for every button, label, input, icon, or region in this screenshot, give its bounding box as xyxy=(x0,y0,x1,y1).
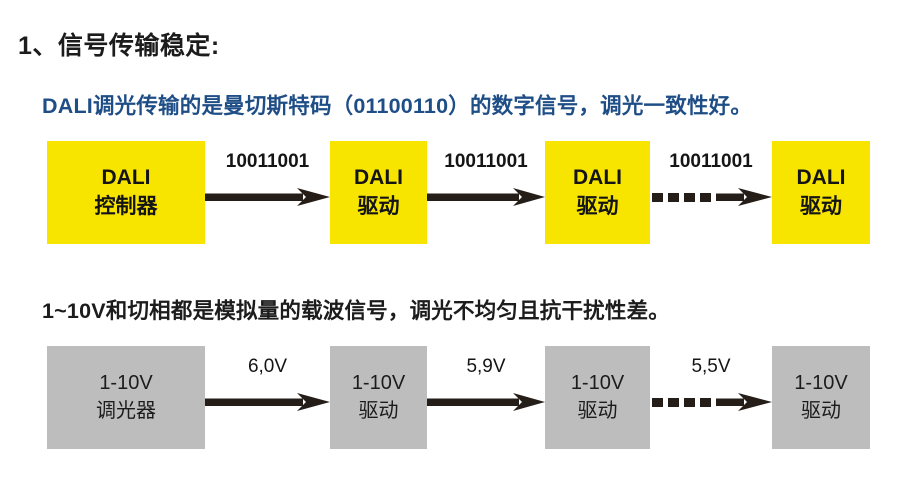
arrow-right-dashed-icon xyxy=(650,390,772,414)
dali-connector-2-label: 10011001 xyxy=(669,151,753,172)
analog-node-0-line1: 1-10V xyxy=(99,371,153,394)
analog-node-1-line2: 驱动 xyxy=(358,399,399,422)
arrow-right-icon xyxy=(205,185,330,209)
arrow-right-icon xyxy=(427,390,545,414)
dali-node-0-line1: DALI xyxy=(101,165,151,189)
analog-flow-diagram: 1-10V 调光器 6,0V 1-10V 驱动 5,9V 1-10V 驱动 5,… xyxy=(0,346,900,456)
dali-description-text: DALI调光传输的是曼切斯特码（01100110）的数字信号，调光一致性好。 xyxy=(42,94,753,118)
dali-node-1-line2: 驱动 xyxy=(357,194,400,218)
dali-node-1: DALI 驱动 xyxy=(330,141,427,244)
dali-node-0-line2: 控制器 xyxy=(94,194,158,218)
page-title: 1、信号传输稳定: xyxy=(18,32,220,60)
analog-connector-2-label: 5,5V xyxy=(691,356,731,377)
dali-node-3-line2: 驱动 xyxy=(800,194,842,218)
analog-connector-0-label: 6,0V xyxy=(247,356,288,377)
analog-connector-1: 5,9V xyxy=(427,346,545,449)
analog-connector-2: 5,5V xyxy=(650,346,772,449)
analog-node-1: 1-10V 驱动 xyxy=(330,346,427,449)
dali-node-3-line1: DALI xyxy=(796,165,846,189)
analog-node-0: 1-10V 调光器 xyxy=(47,346,205,449)
dali-node-2: DALI 驱动 xyxy=(545,141,650,244)
analog-node-2-line1: 1-10V xyxy=(570,371,625,394)
analog-node-2-line2: 驱动 xyxy=(577,399,618,422)
dali-connector-1-label: 10011001 xyxy=(444,151,528,172)
dali-node-3: DALI 驱动 xyxy=(772,141,870,244)
analog-node-3-line1: 1-10V xyxy=(794,371,848,394)
analog-connector-0: 6,0V xyxy=(205,346,330,449)
analog-node-3-line2: 驱动 xyxy=(801,399,841,422)
dali-node-2-line2: 驱动 xyxy=(576,194,619,218)
analog-node-2: 1-10V 驱动 xyxy=(545,346,650,449)
arrow-right-dashed-icon xyxy=(650,185,772,209)
dali-connector-1: 10011001 xyxy=(427,141,545,244)
dali-connector-0-label: 10011001 xyxy=(225,151,310,172)
dali-connector-2: 10011001 xyxy=(650,141,772,244)
analog-node-3: 1-10V 驱动 xyxy=(772,346,870,449)
dali-connector-0: 10011001 xyxy=(205,141,330,244)
analog-node-0-line2: 调光器 xyxy=(96,399,156,422)
dali-node-0: DALI 控制器 xyxy=(47,141,205,244)
dali-node-1-line1: DALI xyxy=(354,165,403,189)
analog-description-text: 1~10V和切相都是模拟量的载波信号，调光不均匀且抗干扰性差。 xyxy=(42,299,670,323)
arrow-right-icon xyxy=(205,390,330,414)
analog-connector-1-label: 5,9V xyxy=(466,356,506,377)
analog-node-1-line1: 1-10V xyxy=(351,371,406,394)
dali-flow-diagram: DALI 控制器 10011001 DALI 驱动 10011001 DALI … xyxy=(0,141,900,251)
arrow-right-icon xyxy=(427,185,545,209)
dali-node-2-line1: DALI xyxy=(573,165,622,189)
